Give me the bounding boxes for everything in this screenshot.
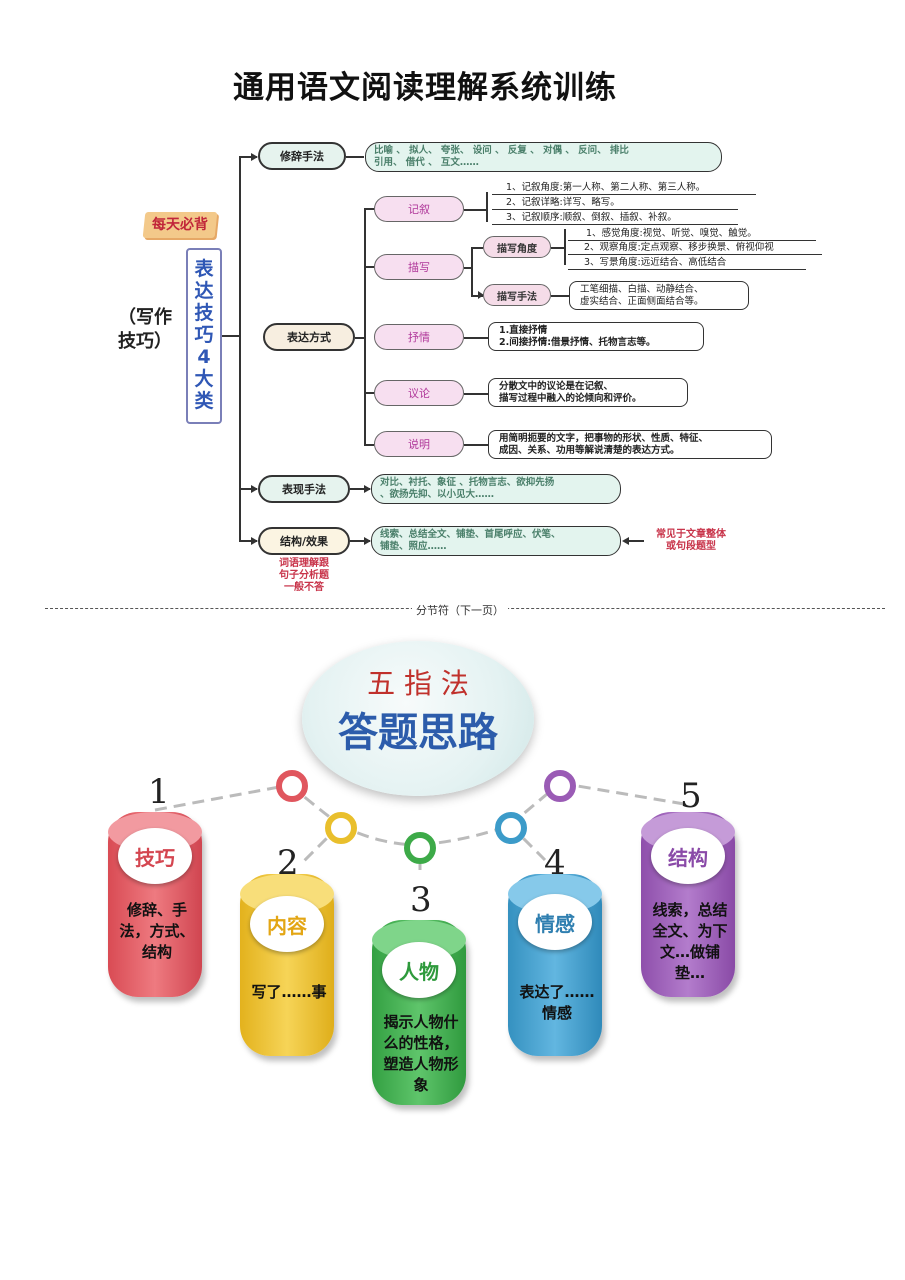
step-number-5: 5: [680, 776, 702, 816]
connector: [471, 247, 473, 295]
step-number-1: 1: [148, 772, 170, 812]
node-exposition: 说明: [374, 431, 464, 457]
connector: [486, 192, 488, 222]
step-number-4: 4: [544, 843, 566, 883]
node-description-method: 描写手法: [483, 284, 551, 306]
branch-expression: 表达方式: [263, 323, 355, 351]
description-angle-item: 2、观察角度:定点观察、移步换景、俯视仰视: [568, 241, 822, 255]
daily-badge-text: 每天必背: [152, 217, 208, 233]
connector: [364, 208, 366, 446]
node-description-angle: 描写角度: [483, 236, 551, 258]
description-angle-item: 3、写景角度:远近结合、高低结合: [568, 256, 806, 270]
pillar-emotion-desc: 表达了…… 情感: [519, 983, 595, 1022]
connector: [471, 247, 483, 249]
connector: [364, 444, 374, 446]
structure-right-note: 常见于文章整体 或句段题型: [656, 529, 726, 552]
connector: [364, 266, 374, 268]
connector: [464, 209, 486, 211]
connector: [364, 392, 374, 394]
pillar-emotion: 情感 表达了…… 情感: [508, 874, 602, 1056]
pillar-technique-label: 技巧: [118, 828, 192, 884]
connector: [222, 335, 240, 337]
connector: [364, 208, 374, 210]
performance-content: 对比、衬托、象征 、托物言志、欲抑先扬 、欲扬先抑、以小见大……: [371, 474, 621, 504]
narration-item: 1、记叙角度:第一人称、第二人称、第三人称。: [492, 181, 756, 195]
root-label: （写作 技巧）: [118, 307, 172, 352]
connector: [346, 156, 364, 158]
arrow-icon: [251, 153, 258, 161]
ring-icon: [276, 770, 308, 802]
connector: [239, 156, 241, 541]
narration-item: 3、记叙顺序:顺叙、倒叙、插叙、补叙。: [492, 211, 738, 225]
pillar-character-desc: 揭示人物什 么的性格， 塑造人物形 象: [383, 1013, 459, 1094]
ring-icon: [404, 832, 436, 864]
argument-content: 分散文中的议论是在记叙、 描写过程中融入的论倾向和评价。: [488, 378, 688, 407]
pillar-content-label: 内容: [250, 896, 324, 952]
connector: [464, 393, 488, 395]
header-bubble: [302, 641, 534, 796]
connector: [350, 488, 370, 490]
pillar-emotion-label: 情感: [518, 894, 592, 950]
pillar-structure: 结构 线索，总结 全文、为下 文…做铺 垫…: [641, 812, 735, 997]
page-title: 通用语文阅读理解系统训练: [233, 70, 617, 106]
connector: [471, 295, 483, 297]
pillar-character-label: 人物: [382, 942, 456, 998]
connector: [464, 267, 472, 269]
branch-performance: 表现手法: [258, 475, 350, 503]
connector: [551, 295, 569, 297]
header-title-small: 五 指 法: [367, 667, 469, 700]
node-lyric: 抒情: [374, 324, 464, 350]
arrow-icon: [251, 485, 258, 493]
section-divider-label: 分节符（下一页）: [412, 602, 508, 618]
step-number-2: 2: [277, 843, 299, 883]
ring-icon: [325, 812, 357, 844]
pillar-content-desc: 写了……事: [251, 983, 327, 1001]
pillar-character: 人物 揭示人物什 么的性格， 塑造人物形 象: [372, 920, 466, 1105]
pillar-technique: 技巧 修辞、手 法，方式、 结构: [108, 812, 202, 997]
connector: [551, 247, 565, 249]
connector: [464, 444, 488, 446]
connector: [464, 337, 488, 339]
node-description: 描写: [374, 254, 464, 280]
step-number-3: 3: [410, 880, 432, 920]
connector: [350, 540, 370, 542]
ring-icon: [544, 770, 576, 802]
connector: [628, 540, 644, 542]
exposition-content: 用简明扼要的文字，把事物的形状、性质、特征、 成因、关系、功用等解说清楚的表达方…: [488, 430, 772, 459]
branch-structure: 结构/效果: [258, 527, 350, 555]
description-method-content: 工笔细描、白描、动静结合、 虚实结合、正面侧面结合等。: [569, 281, 749, 310]
ring-icon: [495, 812, 527, 844]
arrow-icon: [478, 291, 484, 299]
arrow-icon: [251, 537, 258, 545]
arrow-icon: [364, 485, 371, 493]
node-argument: 议论: [374, 380, 464, 406]
description-angle-item: 1、感觉角度:视觉、听觉、嗅觉、触觉。: [568, 227, 816, 241]
connector: [239, 156, 257, 158]
node-narration: 记叙: [374, 196, 464, 222]
connector: [239, 488, 257, 490]
daily-badge: 每天必背: [142, 212, 218, 238]
structure-content: 线索、总结全文、铺垫、首尾呼应、伏笔、 铺垫、照应……: [371, 526, 621, 556]
arrow-icon: [364, 537, 371, 545]
pillar-content: 内容 写了……事: [240, 874, 334, 1056]
header-title-large: 答题思路: [338, 710, 498, 756]
rhetoric-content: 比喻 、 拟人、 夸张、 设问 、 反复 、 对偶 、 反问、 排比 引用、 借…: [365, 142, 722, 172]
structure-left-note: 词语理解跟 句子分析题 一般不答: [279, 558, 329, 593]
connector: [564, 229, 566, 265]
pillar-technique-desc: 修辞、手 法，方式、 结构: [119, 901, 195, 961]
narration-item: 2、记叙详略:详写、略写。: [492, 196, 738, 210]
connector: [355, 337, 365, 339]
pillar-structure-desc: 线索，总结 全文、为下 文…做铺 垫…: [652, 901, 728, 982]
arrow-left-icon: [622, 537, 629, 545]
pillar-structure-label: 结构: [651, 828, 725, 884]
lyric-content: 1.直接抒情 2.间接抒情:借景抒情、托物言志等。: [488, 322, 704, 351]
branch-rhetoric: 修辞手法: [258, 142, 346, 170]
connector: [239, 540, 257, 542]
